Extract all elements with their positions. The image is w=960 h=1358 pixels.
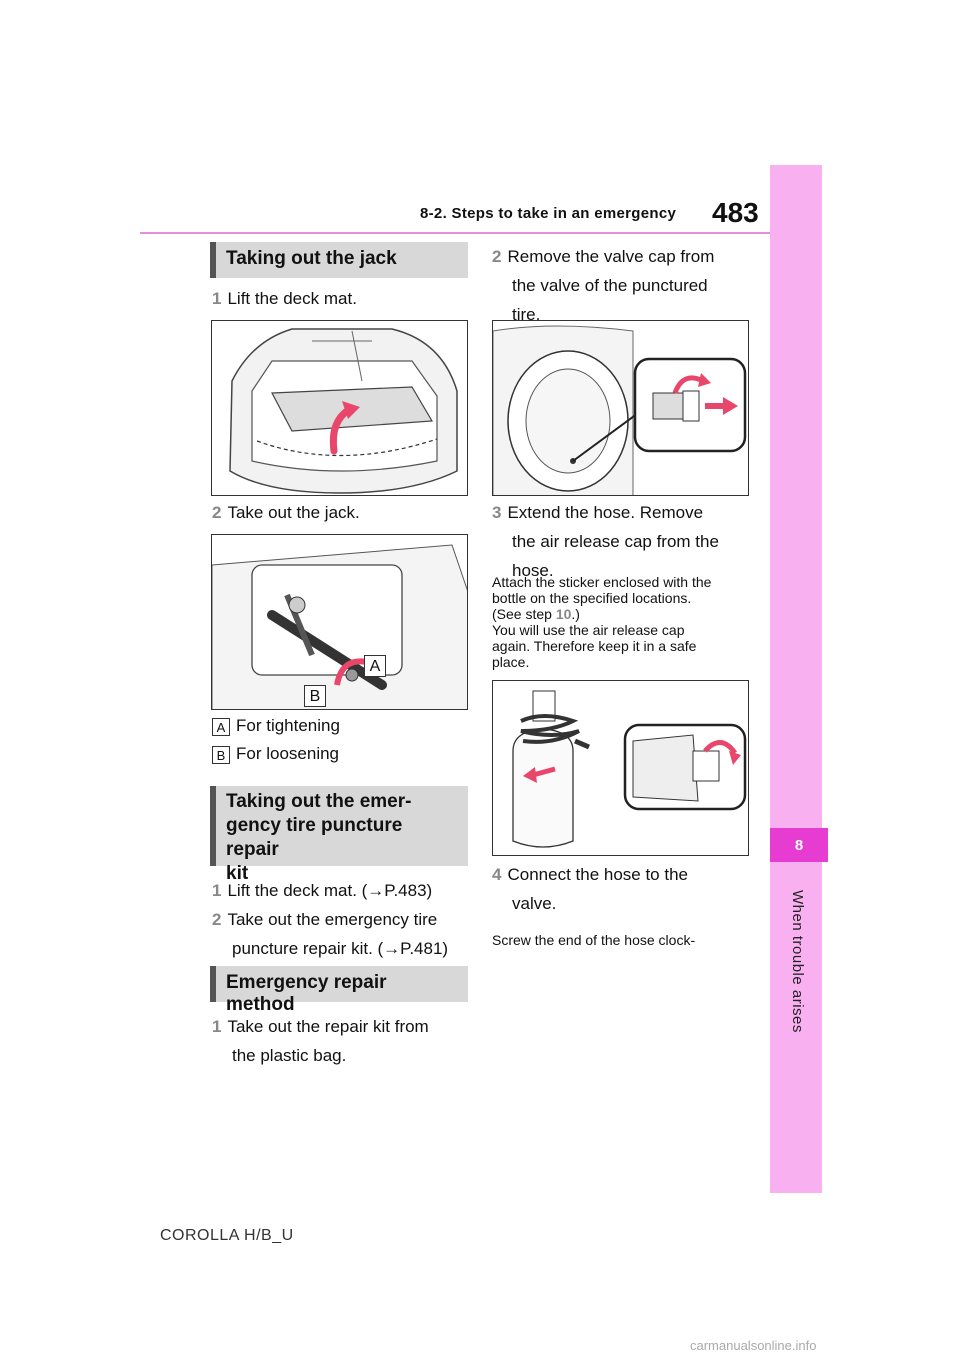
step-text: hose. bbox=[512, 561, 554, 580]
hose-illustration bbox=[512, 690, 747, 848]
note-line: bottle on the specified locations. bbox=[492, 590, 692, 606]
step-text: Extend the hose. Remove bbox=[507, 503, 704, 522]
chapter-label: When trouble arises bbox=[789, 890, 806, 1033]
deck-mat-illustration bbox=[229, 328, 458, 494]
note-line: You will use the air release cap bbox=[492, 622, 685, 638]
step-number: 3 bbox=[492, 503, 502, 522]
step-text: puncture repair kit. (→P.481) bbox=[232, 939, 449, 958]
step-reference: 10 bbox=[555, 606, 572, 622]
step-number: 4 bbox=[492, 865, 502, 884]
step-lift-deck-mat: 1 Lift the deck mat. bbox=[212, 284, 357, 313]
section-heading-line: Taking out the emer- bbox=[226, 791, 412, 812]
step-text: Remove the valve cap from bbox=[507, 247, 715, 266]
step-text: the valve of the punctured bbox=[512, 276, 708, 295]
step-number: 1 bbox=[212, 1017, 222, 1036]
step-text: the air release cap from the bbox=[512, 532, 719, 551]
step-number: 1 bbox=[212, 881, 222, 900]
step-text: Lift the deck mat. bbox=[227, 289, 357, 308]
section-heading-repair-method: Emergency repair method bbox=[210, 966, 468, 1015]
note-line: (See step 10.) bbox=[492, 606, 752, 622]
step-text: Take out the jack. bbox=[227, 503, 360, 522]
step-number: 2 bbox=[492, 247, 502, 266]
figure-label-b: B bbox=[304, 685, 326, 707]
note-line: again. Therefore keep it in a safe bbox=[492, 638, 697, 654]
step-text: valve. bbox=[512, 894, 557, 913]
note-text: (See step bbox=[492, 606, 556, 622]
legend-item: B For loosening bbox=[212, 744, 339, 764]
section-header: 8-2. Steps to take in an emergency bbox=[420, 205, 677, 222]
header-rule bbox=[140, 232, 772, 234]
step-take-out-jack: 2 Take out the jack. bbox=[212, 498, 360, 527]
note-text: .) bbox=[571, 606, 580, 622]
step-remove-valve-cap: 2 Remove the valve cap from the valve of … bbox=[492, 242, 714, 329]
section-heading-jack: Taking out the jack bbox=[210, 242, 468, 278]
step-number: 2 bbox=[212, 910, 222, 929]
step-extend-hose: 3 Extend the hose. Remove the air release… bbox=[492, 498, 719, 585]
step-text: Lift the deck mat. (→P.483) bbox=[227, 881, 433, 900]
chapter-side-strip bbox=[770, 165, 822, 1193]
section-heading-line: kit bbox=[226, 863, 249, 884]
step-lift-deck-mat-ref: 1 Lift the deck mat. (→P.483) bbox=[212, 876, 432, 905]
legend-tag: A bbox=[212, 717, 230, 736]
legend-text: For loosening bbox=[236, 744, 340, 763]
section-heading-line: gency tire puncture repair bbox=[226, 815, 403, 860]
legend-tag: B bbox=[212, 745, 230, 764]
page-number: 483 bbox=[712, 197, 759, 228]
step-text: the plastic bag. bbox=[232, 1046, 347, 1065]
chapter-number-tab[interactable]: 8 bbox=[770, 828, 828, 862]
step-take-out-from-bag: 1 Take out the repair kit from the plasti… bbox=[212, 1012, 429, 1070]
figure-hose bbox=[492, 680, 749, 856]
section-heading-repair-kit: Taking out the emer- gency tire puncture… bbox=[210, 786, 468, 884]
note-sticker: Attach the sticker enclosed with the bot… bbox=[492, 574, 752, 670]
legend-text: For tightening bbox=[236, 716, 340, 735]
note-line: place. bbox=[492, 654, 530, 670]
figure-label-a: A bbox=[364, 655, 386, 677]
watermark: carmanualsonline.info bbox=[690, 1338, 817, 1353]
step-take-out-kit: 2 Take out the emergency tire puncture re… bbox=[212, 905, 448, 963]
note-screw: Screw the end of the hose clock- bbox=[492, 932, 696, 948]
jack-illustration bbox=[212, 544, 467, 709]
section-heading-text: Taking out the jack bbox=[226, 248, 397, 269]
step-connect-hose: 4 Connect the hose to the valve. bbox=[492, 860, 688, 918]
figure-jack: A B bbox=[211, 534, 468, 710]
model-footer: COROLLA H/B_U bbox=[160, 1227, 294, 1244]
section-heading-text: Emergency repair method bbox=[226, 972, 387, 1015]
step-text: Connect the hose to the bbox=[507, 865, 688, 884]
valve-cap-illustration bbox=[493, 325, 747, 495]
step-text: tire. bbox=[512, 305, 541, 324]
legend-item: A For tightening bbox=[212, 716, 340, 736]
step-number: 2 bbox=[212, 503, 222, 522]
step-number: 1 bbox=[212, 289, 222, 308]
figure-deck-mat bbox=[211, 320, 468, 496]
note-line: Attach the sticker enclosed with the bbox=[492, 574, 712, 590]
step-text: Take out the emergency tire bbox=[227, 910, 438, 929]
figure-valve-cap bbox=[492, 320, 749, 496]
step-text: Take out the repair kit from bbox=[227, 1017, 429, 1036]
